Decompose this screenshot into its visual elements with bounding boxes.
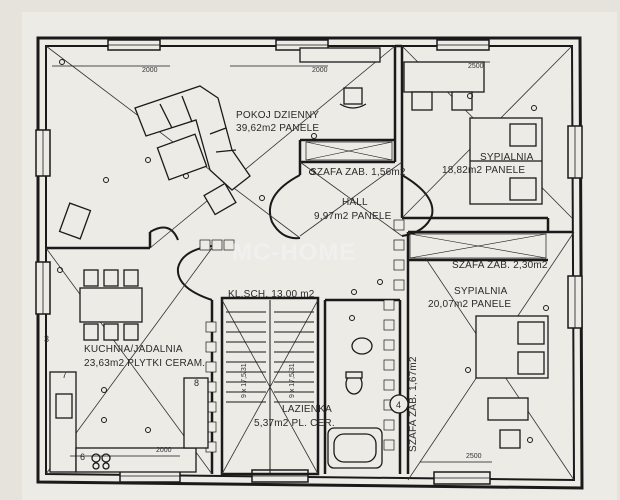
bedroom-top-furniture (403, 61, 543, 205)
room-label-szafa-2: SZAFA ZAB. 2,30m2 (452, 260, 548, 271)
desk-chair (343, 87, 363, 105)
armchair (58, 202, 92, 240)
watermark: MC-HOME (232, 239, 356, 266)
stove-burner (102, 462, 110, 470)
wardrobe-cross-lines (305, 141, 547, 259)
stair-label-a: 9 x 17,5/31 (241, 363, 248, 398)
room-area-kuchnia: 23,63m2 PLYTKI CERAM. (84, 358, 205, 369)
room-label-szafa-3: SZAFA ZAB. 1,67m2 (408, 356, 419, 452)
room-label-sypialnia-top: SYPIALNIA (480, 152, 534, 163)
coffee-table (156, 133, 208, 181)
room-area-lazienka: 5,37m2 PL. CER. (254, 418, 335, 429)
bathroom-furniture (327, 337, 409, 469)
dim-top-right: 2500 (468, 63, 484, 70)
hall-curves (149, 174, 434, 301)
room-label-szafa-1: SZAFA ZAB. 1,56m2 (310, 167, 406, 178)
nightstand (487, 397, 529, 421)
stove-burner (91, 453, 101, 463)
dim-top-left: 2000 (142, 67, 158, 74)
fridge (183, 377, 209, 449)
dim-top-mid: 2000 (312, 67, 328, 74)
dim-bottom-right: 2500 (466, 453, 482, 460)
washbasin (351, 337, 373, 355)
tv-cabinet (299, 47, 381, 63)
room-area-sypialnia-top: 18,82m2 PANELE (442, 165, 525, 176)
marker-3: 3 (44, 334, 49, 344)
stove-burner (92, 462, 100, 470)
marker-6: 6 (80, 452, 85, 462)
room-label-sypialnia-bottom: SYPIALNIA (454, 286, 508, 297)
dimension-lines (52, 61, 492, 463)
room-area-hall: 9,97m2 PANELE (314, 211, 392, 222)
room-area-pokoj: 39,62m2 PANELE (236, 123, 319, 134)
marker-7: 7 (62, 370, 67, 380)
dim-bottom-left: 2000 (156, 447, 172, 454)
window-sills (42, 44, 576, 479)
kitchen-counter-left (49, 371, 77, 473)
room-label-klsch: KL.SCH. 13,00 m2 (228, 289, 315, 300)
marker-8: 8 (194, 378, 199, 388)
sink (55, 393, 73, 419)
room-label-hall: HALL (342, 197, 368, 208)
staircase (226, 300, 314, 474)
armchair (203, 182, 237, 216)
room-label-pokoj: POKOJ DZIENNY (236, 110, 319, 121)
room-label-kuchnia: KUCHNIA/JADALNIA (84, 344, 183, 355)
dining-table (79, 287, 143, 323)
stove-burner (101, 453, 111, 463)
room-area-sypialnia-bottom: 20,07m2 PANELE (428, 299, 511, 310)
room-label-lazienka: LAZIENKA (282, 404, 332, 415)
chair-1 (411, 91, 433, 111)
washing-machine (389, 394, 409, 414)
bedroom-bottom-furniture (475, 315, 549, 449)
marker-4: 4 (396, 400, 401, 410)
stair-label-b: 9 x 17,5/31 (289, 363, 296, 398)
chair-2 (451, 91, 473, 111)
outlet-markers (57, 59, 549, 443)
living-room-furniture (58, 47, 381, 240)
chair-3 (499, 429, 521, 449)
